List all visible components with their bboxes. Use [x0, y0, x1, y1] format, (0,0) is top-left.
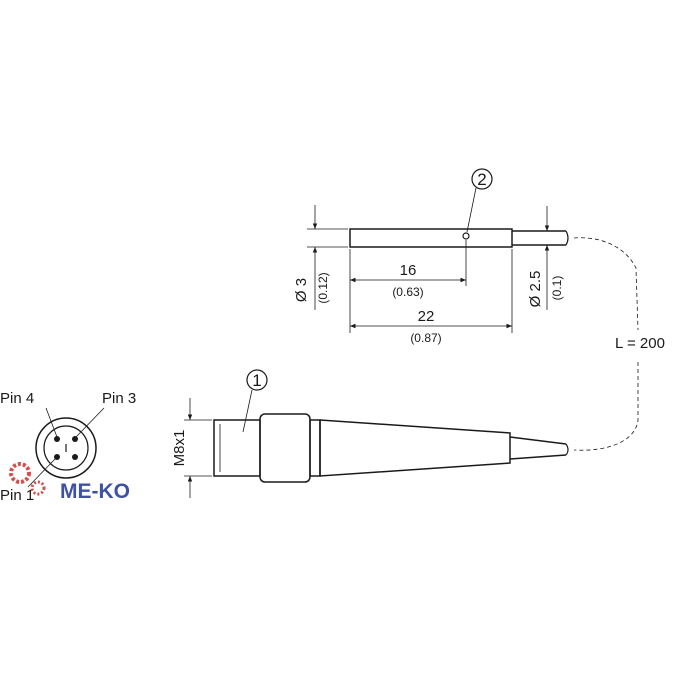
pin-3-dot: [72, 436, 78, 442]
cable-side-break: [565, 443, 569, 456]
dim-22-text: 22: [418, 308, 435, 325]
pin-face-view: Pin 4 Pin 3 Pin 1: [0, 390, 136, 504]
callout-1: 1: [242, 369, 268, 433]
dim-16-inch: (0.63): [392, 285, 423, 299]
connector-collar: [309, 419, 321, 477]
cable-side-top: [509, 436, 567, 445]
dim-diameter-3-text: Ø 3: [293, 278, 310, 302]
cable-side-bottom: [509, 454, 567, 460]
dim-16-text: 16: [400, 262, 417, 279]
cable-length-indicator: L = 200: [573, 237, 665, 451]
dim-22-inch: (0.87): [410, 331, 441, 345]
pin-4-label: Pin 4: [0, 390, 34, 407]
dim-diameter-3: Ø 3 (0.12): [293, 205, 348, 310]
callout-1-circle: [246, 369, 268, 391]
callout-2-label: 2: [477, 170, 486, 189]
knurled-nut: [259, 413, 311, 483]
pin-2-dot: [72, 454, 78, 460]
callout-2-leader: [466, 187, 477, 233]
dim-length-22: 22 (0.87): [350, 249, 513, 345]
callout-2-circle: [471, 168, 493, 190]
watermark-text: ME-KO: [60, 480, 130, 503]
dim-diameter-2-5-text: Ø 2.5: [527, 271, 544, 308]
callout-1-label: 1: [252, 371, 261, 390]
gear-icon: [9, 462, 31, 484]
connector-view: [213, 413, 569, 483]
dim-thread-text: M8x1: [171, 430, 188, 467]
pin-face-inner: [43, 425, 89, 471]
pin-3-label: Pin 3: [102, 390, 136, 407]
dim-diameter-2-5-inch: (0.1): [550, 276, 564, 301]
sensor-body-view: [349, 228, 569, 248]
cable-break: [565, 230, 569, 246]
dim-length-16: 16 (0.63): [349, 240, 467, 333]
callout-2: 2: [466, 168, 493, 233]
pin-1-label: Pin 1: [0, 487, 34, 504]
callout-1-leader: [242, 389, 253, 433]
connector-thread: [213, 419, 261, 477]
sensor-body: [349, 228, 513, 248]
sensing-point: [462, 232, 470, 240]
watermark-logo: ME-KO: [9, 462, 130, 503]
connector-body: [319, 419, 511, 477]
pin-1-dot: [54, 454, 60, 460]
dim-diameter-3-inch: (0.12): [316, 272, 330, 303]
cable-length-text: L = 200: [615, 335, 665, 352]
pin-face-outer: [35, 417, 97, 479]
dim-diameter-2-5: Ø 2.5 (0.1): [527, 206, 564, 310]
pin-4-dot: [54, 436, 60, 442]
dim-thread: M8x1: [171, 398, 212, 498]
small-gear-icon: [30, 480, 46, 496]
